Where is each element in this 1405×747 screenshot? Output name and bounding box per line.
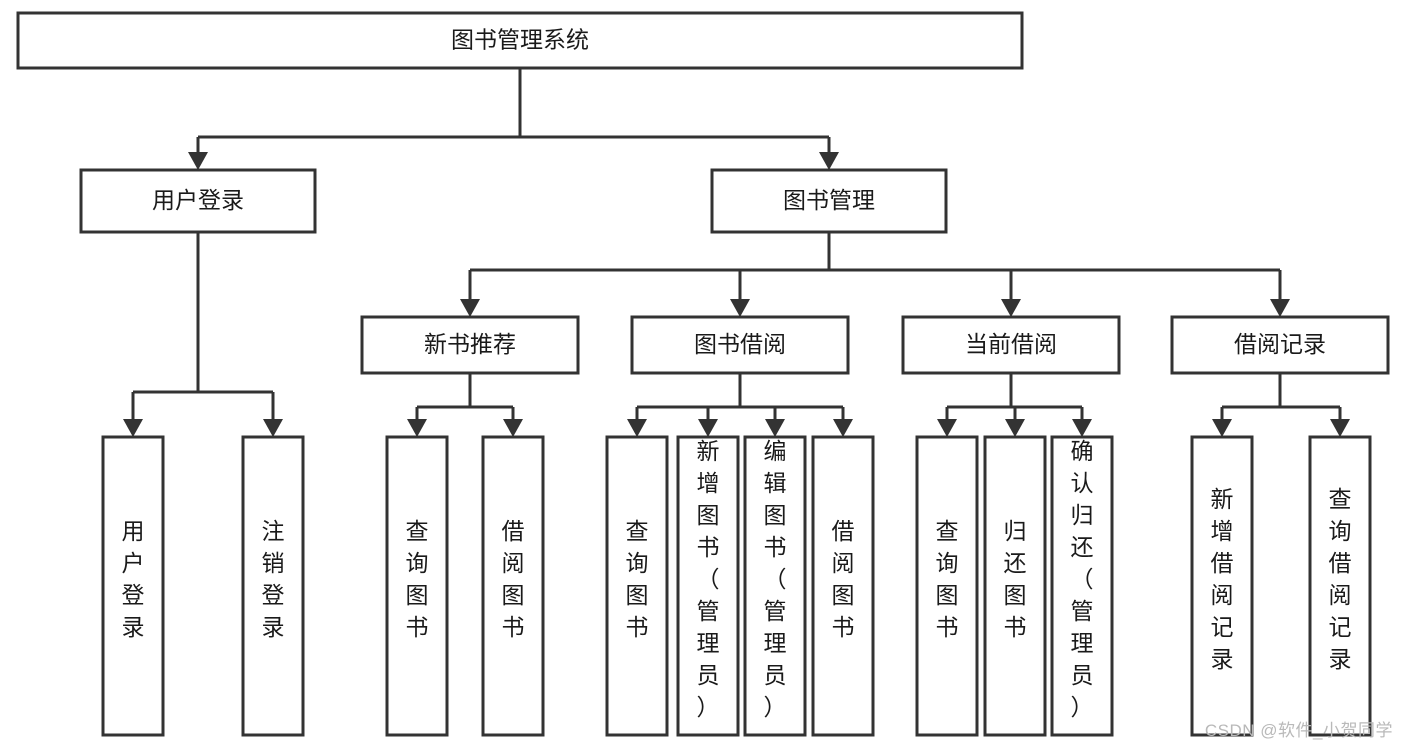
node-15[interactable]: 归还图书 (983, 435, 1047, 737)
node-box[interactable] (1308, 435, 1372, 737)
node-14[interactable]: 查询图书 (915, 435, 979, 737)
node-10[interactable]: 新增图书（管理员） (676, 435, 740, 737)
node-12[interactable]: 借阅图书 (811, 435, 875, 737)
node-label: 图书管理 (783, 187, 875, 213)
arrow-head-icon (1072, 419, 1092, 437)
node-16[interactable]: 确认归还（管理员） (1050, 435, 1114, 737)
node-box[interactable] (385, 435, 449, 737)
node-1[interactable]: 用户登录 (79, 168, 317, 234)
node-9[interactable]: 查询图书 (605, 435, 669, 737)
node-box[interactable] (79, 168, 317, 234)
node-8[interactable]: 图书借阅 (630, 315, 850, 375)
node-box[interactable] (915, 435, 979, 737)
arrow-head-icon (1330, 419, 1350, 437)
arrow-head-icon (819, 152, 839, 170)
arrow-head-icon (263, 419, 283, 437)
node-box[interactable] (1170, 315, 1390, 375)
node-18[interactable]: 新增借阅记录 (1190, 435, 1254, 737)
arrow-head-icon (1001, 299, 1021, 317)
connectors-layer (123, 68, 1350, 437)
node-label: 新书推荐 (424, 331, 516, 357)
node-label: 新增借阅记录 (1211, 486, 1234, 672)
node-19[interactable]: 查询借阅记录 (1308, 435, 1372, 737)
node-label: 当前借阅 (965, 331, 1057, 357)
node-label: 查询图书 (936, 518, 959, 640)
node-label: 用户登录 (152, 187, 244, 213)
node-label: 确认归还（管理员） (1071, 438, 1094, 720)
node-11[interactable]: 编辑图书（管理员） (743, 435, 807, 737)
arrow-head-icon (460, 299, 480, 317)
node-box[interactable] (16, 11, 1024, 70)
node-box[interactable] (676, 435, 740, 737)
node-box[interactable] (360, 315, 580, 375)
node-box[interactable] (901, 315, 1121, 375)
node-label: 注销登录 (262, 518, 285, 640)
node-17[interactable]: 借阅记录 (1170, 315, 1390, 375)
arrow-head-icon (1212, 419, 1232, 437)
node-5[interactable]: 新书推荐 (360, 315, 580, 375)
node-box[interactable] (481, 435, 545, 737)
node-label: 查询图书 (406, 518, 429, 640)
node-label: 用户登录 (122, 518, 145, 640)
csdn-watermark: CSDN @软件_小贺同学 (1204, 721, 1393, 740)
node-4[interactable]: 图书管理 (710, 168, 948, 234)
node-box[interactable] (630, 315, 850, 375)
node-box[interactable] (1190, 435, 1254, 737)
node-label: 查询借阅记录 (1329, 486, 1352, 672)
arrow-head-icon (833, 419, 853, 437)
node-box[interactable] (101, 435, 165, 737)
arrow-head-icon (627, 419, 647, 437)
arrow-head-icon (765, 419, 785, 437)
node-2[interactable]: 用户登录 (101, 435, 165, 737)
node-label: 借阅记录 (1234, 331, 1326, 357)
node-3[interactable]: 注销登录 (241, 435, 305, 737)
node-0[interactable]: 图书管理系统 (16, 11, 1024, 70)
node-6[interactable]: 查询图书 (385, 435, 449, 737)
node-label: 编辑图书（管理员） (764, 438, 787, 720)
node-box[interactable] (811, 435, 875, 737)
node-label: 归还图书 (1004, 518, 1027, 640)
arrow-head-icon (123, 419, 143, 437)
nodes-layer: 图书管理系统用户登录用户登录注销登录图书管理新书推荐查询图书借阅图书图书借阅查询… (16, 11, 1390, 737)
node-box[interactable] (743, 435, 807, 737)
arrow-head-icon (407, 419, 427, 437)
node-label: 查询图书 (626, 518, 649, 640)
arrow-head-icon (730, 299, 750, 317)
node-box[interactable] (1050, 435, 1114, 737)
node-label: 借阅图书 (502, 518, 525, 640)
node-label: 借阅图书 (832, 518, 855, 640)
node-box[interactable] (710, 168, 948, 234)
node-box[interactable] (983, 435, 1047, 737)
arrow-head-icon (188, 152, 208, 170)
arrow-head-icon (1270, 299, 1290, 317)
node-box[interactable] (605, 435, 669, 737)
node-label: 图书借阅 (694, 331, 786, 357)
arrow-head-icon (503, 419, 523, 437)
arrow-head-icon (698, 419, 718, 437)
node-label: 新增图书（管理员） (697, 438, 720, 720)
node-13[interactable]: 当前借阅 (901, 315, 1121, 375)
arrow-head-icon (937, 419, 957, 437)
arrow-head-icon (1005, 419, 1025, 437)
node-box[interactable] (241, 435, 305, 737)
node-label: 图书管理系统 (451, 27, 589, 53)
node-7[interactable]: 借阅图书 (481, 435, 545, 737)
